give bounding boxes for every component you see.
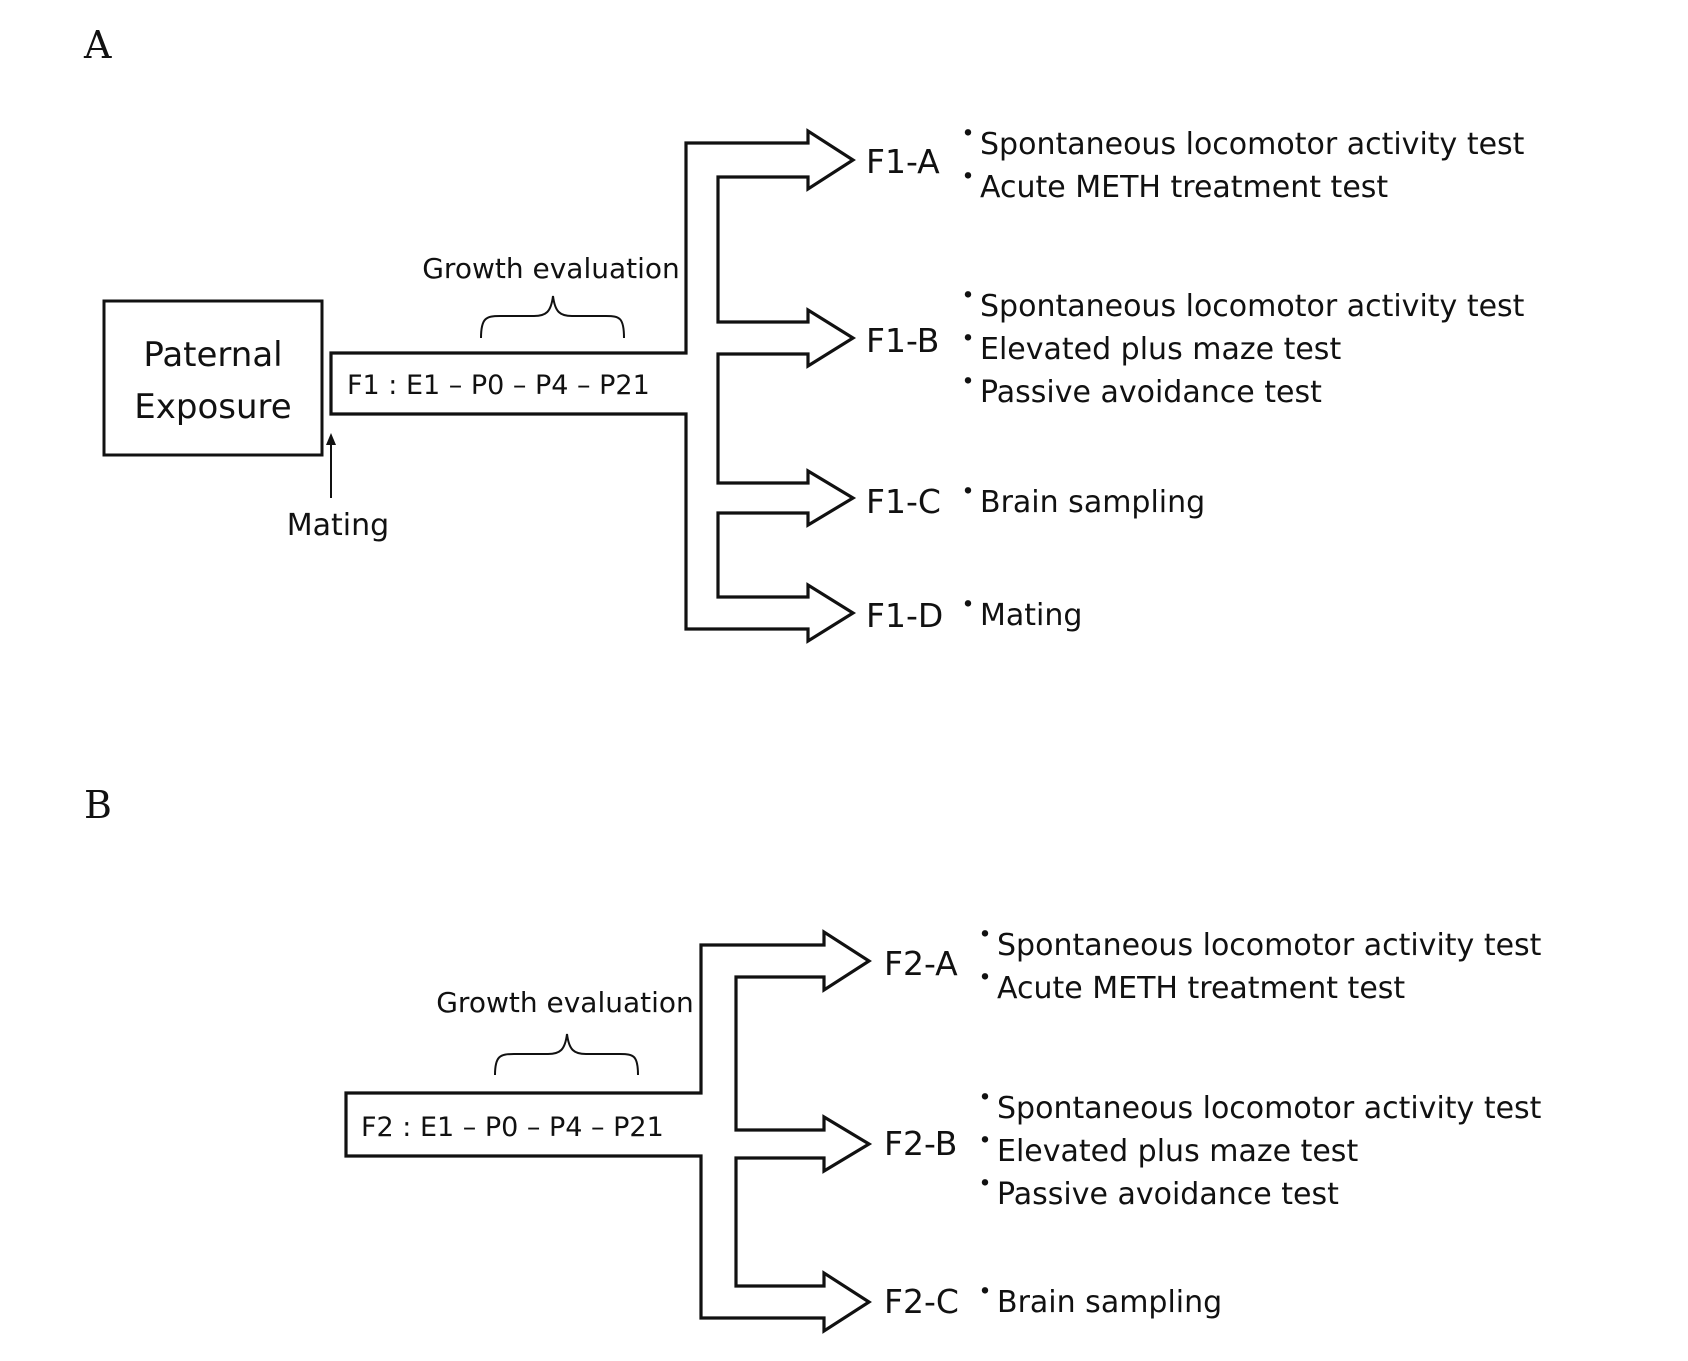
bullet: ・	[970, 1275, 1000, 1310]
branch-item-f2-b-3: Passive avoidance test	[997, 1177, 1339, 1212]
timeline-b: F2 : E1 – P0 – P4 – P21	[361, 1112, 664, 1143]
branch-label-f2-c: F2-C	[884, 1282, 959, 1321]
branch-item-f1-c-1: Brain sampling	[980, 485, 1205, 520]
bullet: ・	[953, 475, 983, 510]
branch-label-f1-d: F1-D	[866, 596, 943, 635]
panel-b: B Growth evaluation F2 : E1 – P0 – P4 – …	[84, 783, 1542, 1334]
branch-label-f1-c: F1-C	[866, 482, 941, 521]
bullet: ・	[970, 1124, 1000, 1159]
bullet: ・	[970, 961, 1000, 996]
bullet: ・	[953, 322, 983, 357]
branch-arrow-outline-b	[344, 929, 873, 1334]
growth-brace-b	[494, 1033, 639, 1076]
branch-item-f1-b-2: Elevated plus maze test	[980, 332, 1341, 367]
bullet: ・	[953, 117, 983, 152]
bullet: ・	[953, 160, 983, 195]
bullet: ・	[970, 1167, 1000, 1202]
timeline-a: F1 : E1 – P0 – P4 – P21	[347, 370, 650, 401]
branch-arrow-outline-a	[329, 128, 857, 644]
panel-a: A Paternal Exposure Mating Growth evalua…	[83, 23, 1525, 644]
growth-evaluation-label-a: Growth evaluation	[422, 252, 680, 285]
branch-item-f1-b-1: Spontaneous locomotor activity test	[980, 289, 1525, 324]
branch-item-f1-d-1: Mating	[980, 598, 1082, 633]
branch-label-f1-a: F1-A	[866, 142, 940, 181]
bullet: ・	[970, 1081, 1000, 1116]
panel-letter-a: A	[83, 23, 112, 67]
bullet: ・	[953, 588, 983, 623]
branch-label-f1-b: F1-B	[866, 321, 939, 360]
mating-arrowhead	[326, 433, 336, 445]
bullet: ・	[970, 918, 1000, 953]
paternal-exposure-box	[102, 299, 324, 457]
growth-evaluation-label-b: Growth evaluation	[436, 986, 694, 1019]
branch-item-f2-a-1: Spontaneous locomotor activity test	[997, 928, 1542, 963]
branch-item-f1-a-1: Spontaneous locomotor activity test	[980, 127, 1525, 162]
paternal-exposure-line2: Exposure	[134, 387, 291, 427]
branch-item-f2-a-2: Acute METH treatment test	[997, 971, 1405, 1006]
branch-item-f2-b-1: Spontaneous locomotor activity test	[997, 1091, 1542, 1126]
bullet: ・	[953, 365, 983, 400]
bullet: ・	[953, 279, 983, 314]
branch-label-f2-a: F2-A	[884, 944, 958, 983]
paternal-exposure-line1: Paternal	[143, 335, 282, 375]
panel-letter-b: B	[84, 783, 112, 827]
mating-label: Mating	[287, 508, 389, 543]
branch-item-f1-b-3: Passive avoidance test	[980, 375, 1322, 410]
growth-brace-a	[480, 295, 625, 339]
branch-label-f2-b: F2-B	[884, 1124, 957, 1163]
branch-item-f1-a-2: Acute METH treatment test	[980, 170, 1388, 205]
branch-item-f2-b-2: Elevated plus maze test	[997, 1134, 1358, 1169]
branch-item-f2-c-1: Brain sampling	[997, 1285, 1222, 1320]
